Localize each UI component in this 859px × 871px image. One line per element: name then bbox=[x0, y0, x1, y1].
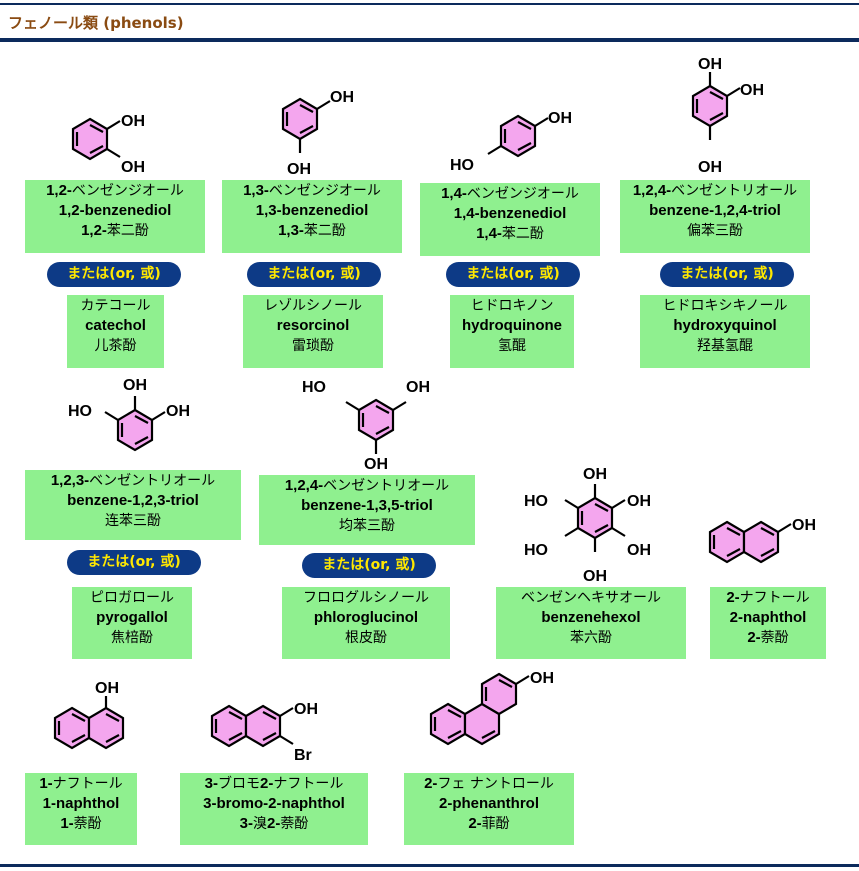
or-badge: または(or, 或) bbox=[247, 262, 381, 287]
oh-label: OH bbox=[740, 82, 764, 99]
common-name-box: ヒドロキシキノール hydroxyquinol 羟基氢醌 bbox=[640, 295, 810, 368]
top-rule bbox=[0, 3, 859, 5]
phloroglucinol-structure: OH HO OH bbox=[302, 379, 430, 473]
ho-label: HO bbox=[524, 493, 548, 510]
ho-label: HO bbox=[524, 542, 548, 559]
or-badge: または(or, 或) bbox=[446, 262, 580, 287]
benzenehexol-structure: OH OH OH OH HO HO bbox=[524, 466, 651, 585]
common-name-box: ヒドロキノン hydroquinone 氢醌 bbox=[450, 295, 574, 368]
oh-label: OH bbox=[698, 159, 722, 176]
ho-label: HO bbox=[450, 157, 474, 174]
oh-label: OH bbox=[792, 517, 816, 534]
oh-label: OH bbox=[364, 456, 388, 473]
systematic-name-box: 1,3-ベンゼンジオール 1,3-benzenediol 1,3-苯二酚 bbox=[222, 180, 402, 253]
oh-label: OH bbox=[698, 56, 722, 73]
1-naphthol-structure: OH bbox=[53, 680, 125, 750]
resorcinol-structure: OH OH bbox=[281, 89, 354, 178]
br-label: Br bbox=[294, 747, 312, 764]
page-title: フェノール類 (phenols) bbox=[8, 14, 184, 32]
systematic-name-box: 1,2,3-ベンゼントリオール benzene-1,2,3-triol 连苯三酚 bbox=[25, 470, 241, 540]
oh-label: OH bbox=[294, 701, 318, 718]
hydroquinone-structure: OH HO bbox=[450, 110, 572, 174]
pyrogallol-structure: OH OH HO bbox=[68, 377, 190, 452]
catechol-structure: OH OH bbox=[71, 113, 145, 176]
common-name-box: フロログルシノール phloroglucinol 根皮酚 bbox=[282, 587, 450, 659]
systematic-name-box: 1,4-ベンゼンジオール 1,4-benzenediol 1,4-苯二酚 bbox=[420, 183, 600, 256]
oh-label: OH bbox=[627, 493, 651, 510]
systematic-name-box: 1,2,4-ベンゼントリオール benzene-1,3,5-triol 均苯三酚 bbox=[259, 475, 475, 545]
oh-label: OH bbox=[121, 113, 145, 130]
oh-label: OH bbox=[583, 466, 607, 483]
hydroxyquinol-structure: OH OH OH bbox=[691, 56, 764, 176]
oh-label: OH bbox=[95, 680, 119, 697]
common-name-box: カテコール catechol 儿茶酚 bbox=[67, 295, 164, 368]
bottom-rule bbox=[0, 864, 859, 867]
name-box: ベンゼンヘキサオール benzenehexol 苯六酚 bbox=[496, 587, 686, 659]
ho-label: HO bbox=[68, 403, 92, 420]
name-box: 2-ナフトール 2-naphthol 2-萘酚 bbox=[710, 587, 826, 659]
oh-label: OH bbox=[121, 159, 145, 176]
2-phenanthrol-structure: OH bbox=[429, 670, 554, 746]
common-name-box: レゾルシノール resorcinol 雷琐酚 bbox=[243, 295, 383, 368]
systematic-name-box: 1,2,4-ベンゼントリオール benzene-1,2,4-triol 偏苯三酚 bbox=[620, 180, 810, 253]
common-name-box: ピロガロール pyrogallol 焦棓酚 bbox=[72, 587, 192, 659]
name-box: 2-フェ ナントロール 2-phenanthrol 2-菲酚 bbox=[404, 773, 574, 845]
2-naphthol-structure: OH bbox=[708, 517, 816, 564]
or-badge: または(or, 或) bbox=[302, 553, 436, 578]
oh-label: OH bbox=[406, 379, 430, 396]
oh-label: OH bbox=[166, 403, 190, 420]
name-box: 3-ブロモ2-ナフトール 3-bromo-2-naphthol 3-溴2-萘酚 bbox=[180, 773, 368, 845]
or-badge: または(or, 或) bbox=[660, 262, 794, 287]
oh-label: OH bbox=[548, 110, 572, 127]
or-badge: または(or, 或) bbox=[47, 262, 181, 287]
ho-label: HO bbox=[302, 379, 326, 396]
systematic-name-box: 1,2-ベンゼンジオール 1,2-benzenediol 1,2-苯二酚 bbox=[25, 180, 205, 253]
name-box: 1-ナフトール 1-naphthol 1-萘酚 bbox=[25, 773, 137, 845]
oh-label: OH bbox=[123, 377, 147, 394]
oh-label: OH bbox=[583, 568, 607, 585]
oh-label: OH bbox=[530, 670, 554, 687]
or-badge: または(or, 或) bbox=[67, 550, 201, 575]
oh-label: OH bbox=[330, 89, 354, 106]
3-bromo-2-naphthol-structure: OH Br bbox=[210, 701, 318, 764]
title-rule bbox=[0, 38, 859, 42]
oh-label: OH bbox=[627, 542, 651, 559]
oh-label: OH bbox=[287, 161, 311, 178]
